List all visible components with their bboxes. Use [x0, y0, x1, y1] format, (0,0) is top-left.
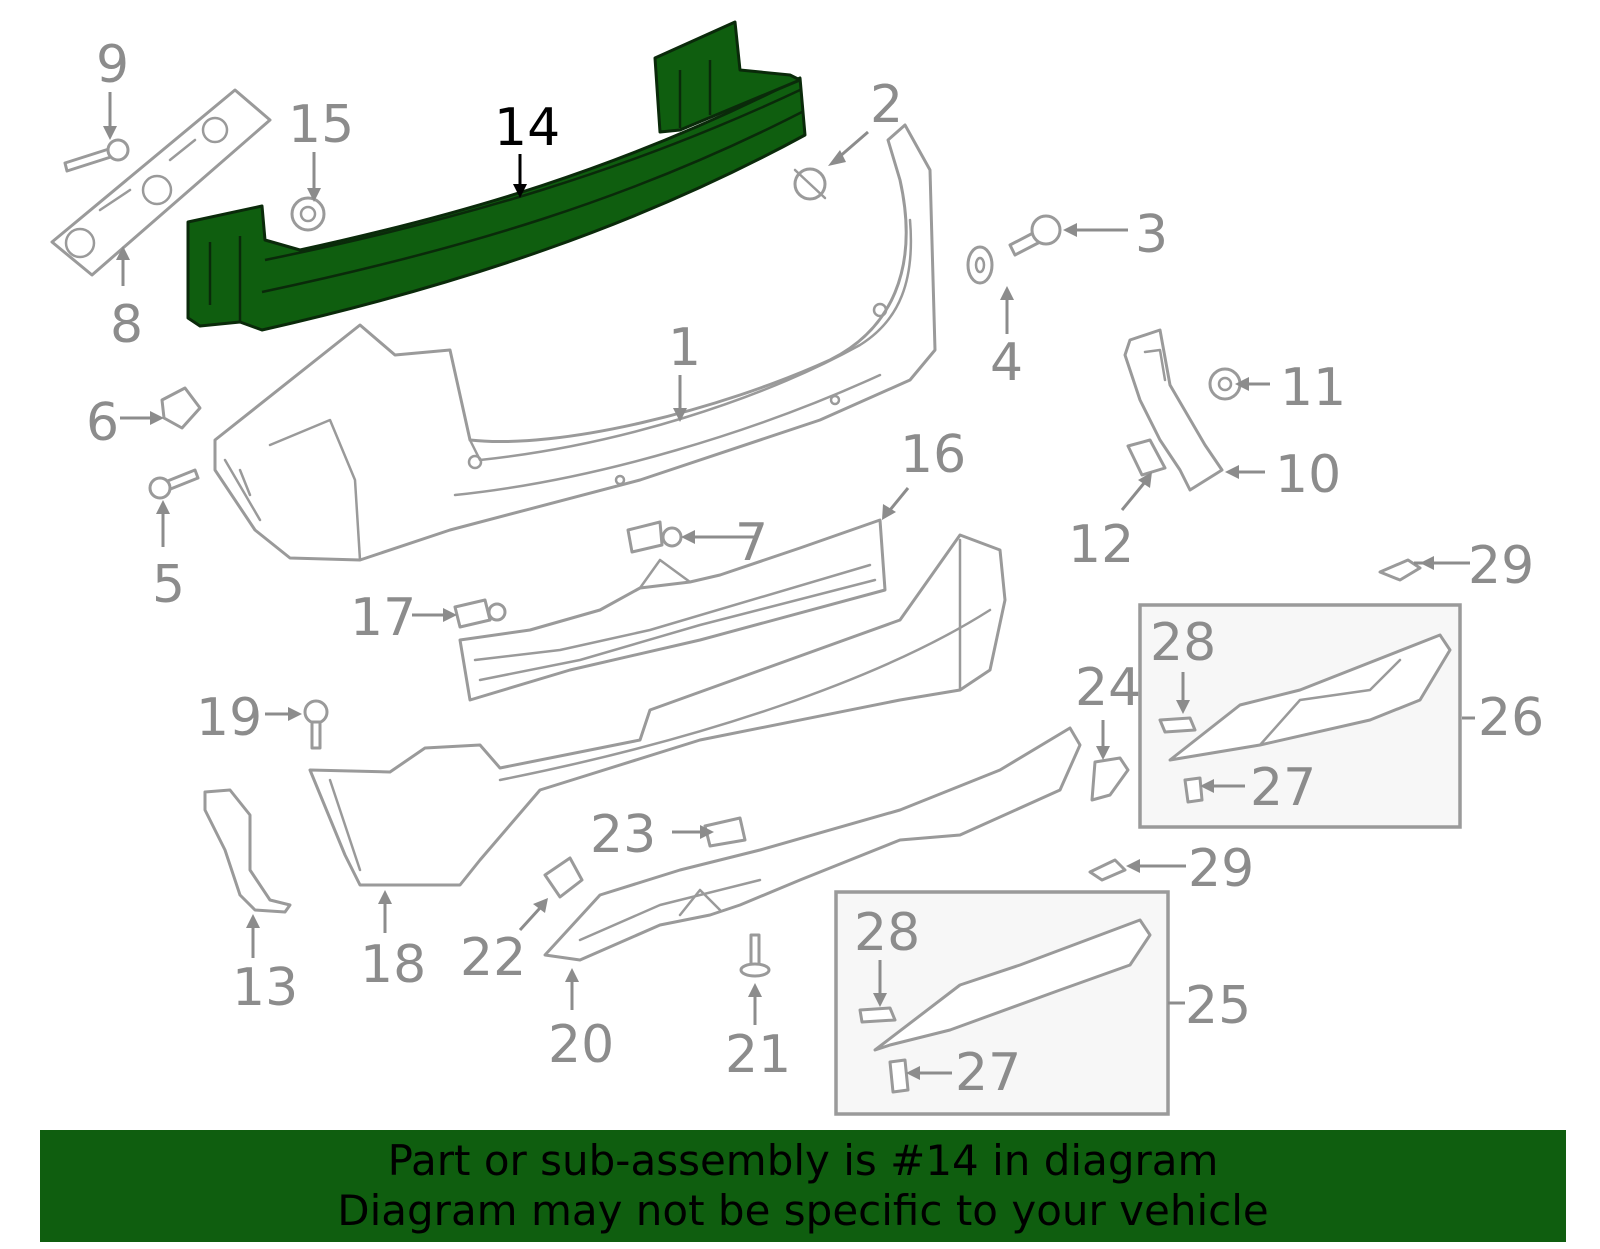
part-12-clip: [1126, 438, 1167, 477]
inset-25: [834, 890, 1170, 1116]
part-4-washer: [966, 245, 994, 285]
callout-1: 1: [668, 318, 701, 378]
callout-10: 10: [1275, 445, 1341, 505]
part-8-bracket: [50, 88, 272, 277]
callout-23: 23: [590, 805, 656, 865]
part-22-clip: [543, 856, 584, 899]
part-16-reflector: [458, 518, 887, 702]
part-29-clip-top: [1378, 558, 1422, 582]
part-7-bracket: [626, 520, 683, 554]
callout-13: 13: [232, 958, 298, 1018]
callout-17: 17: [350, 588, 416, 648]
callout-20: 20: [548, 1015, 614, 1075]
part-2-clip: [793, 167, 827, 201]
part-24-bracket: [1090, 756, 1130, 802]
part-20-diffuser: [543, 726, 1082, 962]
callout-27b: 27: [955, 1043, 1021, 1103]
callout-5: 5: [152, 555, 185, 615]
callout-15: 15: [288, 95, 354, 155]
callout-25: 25: [1185, 976, 1251, 1036]
banner-line-1: Part or sub-assembly is #14 in diagram: [387, 1136, 1219, 1185]
callout-29a: 29: [1468, 536, 1534, 596]
callout-28a: 28: [1150, 613, 1216, 673]
part-13-bracket: [203, 788, 292, 914]
banner-line-2: Diagram may not be specific to your vehi…: [337, 1186, 1269, 1235]
part-14-impact-bar[interactable]: [186, 20, 807, 332]
inset-26: [1138, 603, 1462, 829]
callout-12: 12: [1068, 515, 1134, 575]
callout-labels: 9 8 15 14 2 3 4 1 6 5 7 11 10 12 16 17 1…: [86, 35, 1544, 1103]
callout-2: 2: [870, 75, 903, 135]
info-banner: Part or sub-assembly is #14 in diagram D…: [40, 1130, 1566, 1242]
callout-18: 18: [360, 935, 426, 995]
callout-arrows: [103, 92, 1475, 1080]
part-9-bolt: [63, 138, 130, 173]
callout-19: 19: [196, 688, 262, 748]
part-21-pin: [739, 933, 771, 978]
callout-7: 7: [735, 513, 768, 573]
callout-14: 14: [494, 98, 560, 158]
callout-9: 9: [96, 35, 129, 95]
callout-8: 8: [110, 295, 143, 355]
part-3-bolt: [1008, 214, 1062, 257]
callout-22: 22: [460, 928, 526, 988]
part-15-nut: [290, 196, 326, 232]
part-1-bumper-cover: [213, 123, 937, 562]
callout-16: 16: [900, 425, 966, 485]
callout-28b: 28: [854, 903, 920, 963]
callout-27a: 27: [1250, 758, 1316, 818]
part-5-screw: [148, 468, 200, 500]
callout-26: 26: [1478, 688, 1544, 748]
part-18-lower-cover: [308, 533, 1007, 887]
callout-29b: 29: [1188, 839, 1254, 899]
callout-4: 4: [990, 333, 1023, 393]
callout-3: 3: [1135, 205, 1168, 265]
callout-24: 24: [1075, 658, 1141, 718]
callout-21: 21: [725, 1025, 791, 1085]
callout-6: 6: [86, 393, 119, 453]
callout-11: 11: [1280, 358, 1346, 418]
part-23-clip: [703, 816, 747, 848]
part-29-clip-lower: [1088, 858, 1127, 882]
part-17-sensor: [453, 598, 507, 629]
part-10-bracket: [1123, 328, 1224, 492]
part-6-clip: [160, 386, 202, 430]
part-19-bolt: [303, 699, 329, 750]
